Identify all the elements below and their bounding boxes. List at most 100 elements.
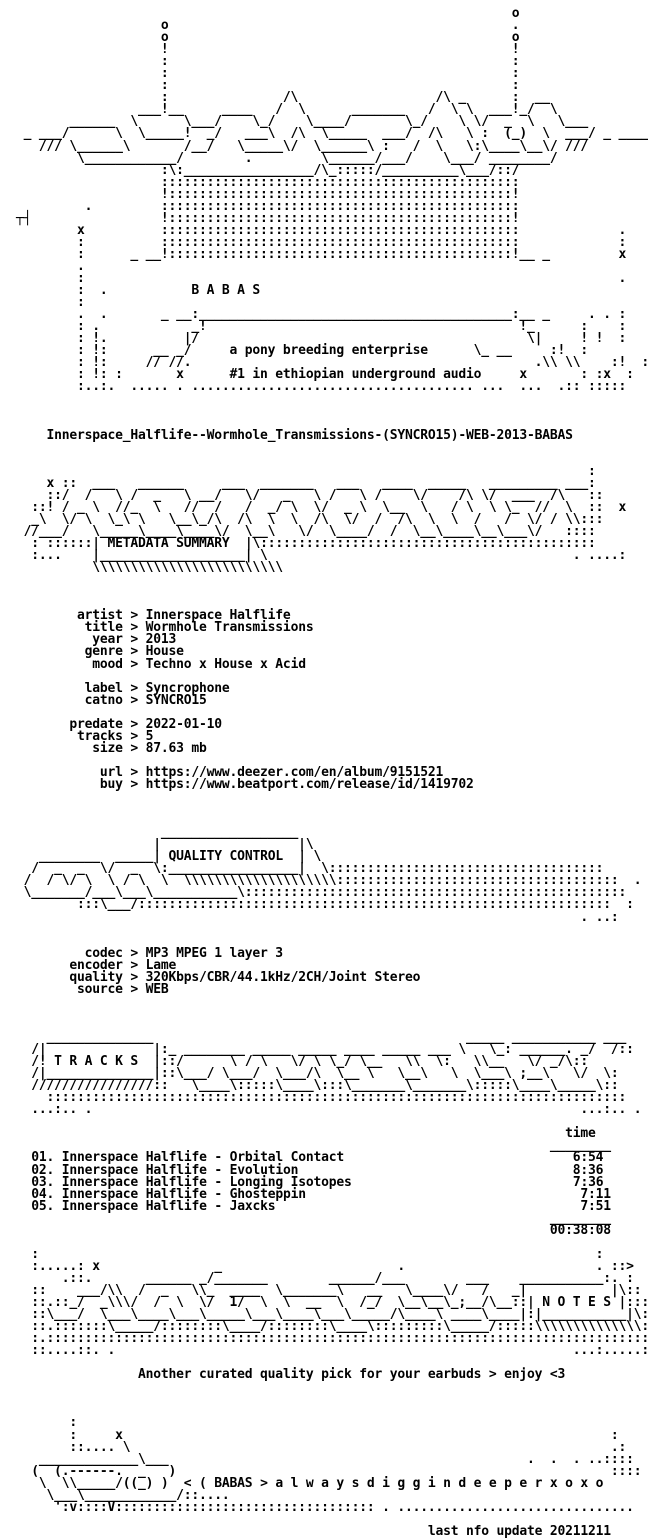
q-row: source > WEB: [16, 981, 169, 997]
art-line: o o: [16, 30, 520, 46]
art-line: ┬┤ !::::::::::::::::::::::::::::::::::::…: [16, 210, 520, 226]
slogan-pony: a pony breeding enterprise: [229, 343, 428, 359]
meta-row: predate > 2022-01-10: [16, 716, 222, 732]
meta-url[interactable]: https://www.deezer.com/en/album/9151521: [145, 764, 444, 780]
art-line: ::/ / \ / _ \ __/ \/ _ \ / \ / \/ /\ \/ …: [16, 487, 604, 503]
notes-text: Another curated quality pick for your ea…: [138, 1367, 566, 1383]
art-line: / / \/ \ \ / \ \ \\\\\\\\\\\\\\\\\\\\:::…: [16, 873, 642, 889]
nfo-document: o o . o o ! !: [16, 7, 648, 1538]
art-line: [16, 803, 648, 815]
meta-catno: SYNCRO15: [145, 692, 207, 708]
q-row: codec > MP3 MPEG 1 layer 3: [16, 945, 284, 961]
track-time: 6:54: [572, 1150, 604, 1166]
track-time: 8:36: [572, 1162, 604, 1178]
art-line: __________________: [16, 825, 299, 841]
art-line: ::::::::::::::::::::::::::::::::::::::::…: [16, 1090, 627, 1106]
track-number: 02.: [31, 1162, 55, 1178]
track-number: 01.: [31, 1150, 55, 1166]
track-row: 03. Innerspace Halflife - Longing Isotop…: [16, 1174, 648, 1190]
art-line: ::.:::::::\_____/::::::::\____/::::::::\…: [16, 1319, 648, 1335]
art-line: : .: [16, 271, 627, 287]
art-line: [16, 996, 648, 1008]
art-line: Innerspace_Halflife--Wormhole_Transmissi…: [16, 427, 648, 443]
track-row: 05. Innerspace Halflife - Jaxcks 7:51: [16, 1198, 648, 1214]
art-line: last nfo update 20211211: [16, 1525, 648, 1538]
track-row: 01. Innerspace Halflife - Orbital Contac…: [16, 1150, 648, 1166]
art-line: ':v::::V::::::::::::::::::::::::::::::::…: [16, 1499, 634, 1515]
art-line: \___\____________/::....: [16, 1487, 230, 1503]
art-line: ::\___/ \___\____\___\_____\___\____\___…: [16, 1307, 648, 1323]
meta-row: title > Wormhole Transmissions: [16, 620, 314, 636]
art-line: \ \\_____/((_) ) < ( BABAS > a l w a y s…: [16, 1475, 604, 1491]
meta-row: tracks > 5: [16, 728, 154, 744]
meta-artist: Innerspace Halflife: [145, 608, 291, 624]
art-line: : . B A B A S: [16, 283, 261, 299]
art-line: //___/ \_____\____\____\/ \__\ \/ \____/…: [16, 524, 596, 540]
meta-row: year > 2013: [16, 632, 177, 648]
meta-row: genre > House: [16, 644, 184, 660]
art-line: [16, 1008, 648, 1020]
meta-title: Wormhole Transmissions: [145, 620, 314, 636]
meta-buy[interactable]: https://www.beatport.com/release/id/1419…: [145, 777, 474, 792]
meta-genre: House: [145, 644, 184, 660]
meta-row: size > 87.63 mb: [16, 740, 207, 756]
meta-predate: 2022-01-10: [145, 716, 222, 732]
track-number: 04.: [31, 1186, 55, 1202]
art-line: [16, 586, 648, 598]
meta-label: Syncrophone: [145, 680, 230, 696]
meta-row: label > Syncrophone: [16, 680, 230, 696]
art-line: [16, 1393, 648, 1405]
art-line: : :: [16, 78, 520, 94]
art-line: /|______________|::\___/ \___/ \___/\ \_…: [16, 1066, 619, 1082]
art-line: :: ___/\\ / _ \\_ ____ \_______\ __ \___…: [16, 1282, 642, 1298]
track-time: 7:51: [580, 1198, 611, 1214]
art-line: ___!__ ____ / \ _______ / \ \ ___!_/ \: [16, 102, 558, 118]
meta-year: 2013: [145, 632, 177, 648]
art-line: [16, 791, 648, 803]
art-line: ::.::_/ _\\\/ / \ \/ 1/ \ \ __ \ /_/ \__…: [16, 1295, 648, 1311]
art-line: _ ___/ \ \_____! _/ ___\ /\ \_____ ___/ …: [16, 126, 648, 142]
meta-row: catno > SYNCRO15: [16, 692, 207, 708]
release-name: Innerspace_Halflife--Wormhole_Transmissi…: [46, 427, 573, 443]
art-line: . . _ __:_______________________________…: [16, 307, 627, 323]
art-line: ______ \ \___/ \_/ \____/ \_/ \ \/ _ \ \…: [16, 114, 588, 130]
track-row: 04. Innerspace Halflife - Ghosteppin 7:1…: [16, 1186, 648, 1202]
track-title: Innerspace Halflife - Longing Isotopes: [61, 1174, 352, 1190]
art-line: :.::::::::::::::::::::::::::::::::::::::…: [16, 1331, 648, 1347]
q-quality: 320Kbps/CBR/44.1kHz/2CH/Joint Stereo: [145, 969, 421, 985]
art-line: ( (.------. _ ) ::::: [16, 1463, 642, 1479]
art-line: [16, 1381, 648, 1393]
meta-mood: Techno x House x Acid: [145, 656, 306, 672]
art-line: ::....::. . ...:.....:: [16, 1343, 648, 1359]
tracks-time-header: time: [565, 1126, 596, 1142]
art-line: x ::::::::::::::::::::::::::::::::::::::…: [16, 222, 627, 238]
art-line: : /\ /\ _ : __: [16, 90, 550, 106]
section-quality-title: QUALITY CONTROL: [168, 849, 284, 865]
meta-size: 87.63 mb: [145, 740, 207, 756]
footer-motto: < ( BABAS > a l w a y s d i g g i n d e …: [183, 1475, 604, 1491]
art-line: : !: : x #1 in ethiopian underground aud…: [16, 367, 634, 383]
track-title: Innerspace Halflife - Evolution: [61, 1162, 299, 1178]
art-line: ////////////////:: \____\:::::\____\:::\…: [16, 1078, 619, 1094]
meta-row: mood > Techno x House x Acid: [16, 656, 306, 672]
art-line: /// \______\ /__/ \_____\/ \______\ : / …: [16, 138, 588, 154]
art-line: \_______/___\___\___________\:::::::::::…: [16, 885, 627, 901]
art-line: time: [16, 1126, 648, 1142]
art-line: / _ _ \/ _ \:_________________| \:::::::…: [16, 861, 604, 877]
meta-tracks: 5: [145, 728, 154, 744]
q-row: quality > 320Kbps/CBR/44.1kHz/2CH/Joint …: [16, 969, 421, 985]
art-line: ::.... \ .:: [16, 1439, 627, 1455]
art-line: .: [16, 258, 85, 274]
track-title: Innerspace Halflife - Jaxcks: [61, 1198, 276, 1214]
art-line: ::::::::::::::::::::::::::::::::::::::::…: [16, 174, 520, 190]
art-line: :: [16, 1415, 78, 1431]
meta-row: artist > Innerspace Halflife: [16, 608, 291, 624]
art-line: ________ _____| QUALITY CONTROL | \: [16, 849, 322, 865]
group-name: B A B A S: [191, 283, 261, 299]
art-line: [16, 442, 648, 454]
art-line: ________: [16, 1138, 611, 1154]
meta-row: buy > https://www.beatport.com/release/i…: [16, 777, 474, 792]
art-line: .::. ______ _/_______ ______/___ ___ ___…: [16, 1270, 634, 1286]
art-line: : . _! !_ : :: [16, 319, 627, 335]
track-row: 02. Innerspace Halflife - Evolution 8:36: [16, 1162, 648, 1178]
